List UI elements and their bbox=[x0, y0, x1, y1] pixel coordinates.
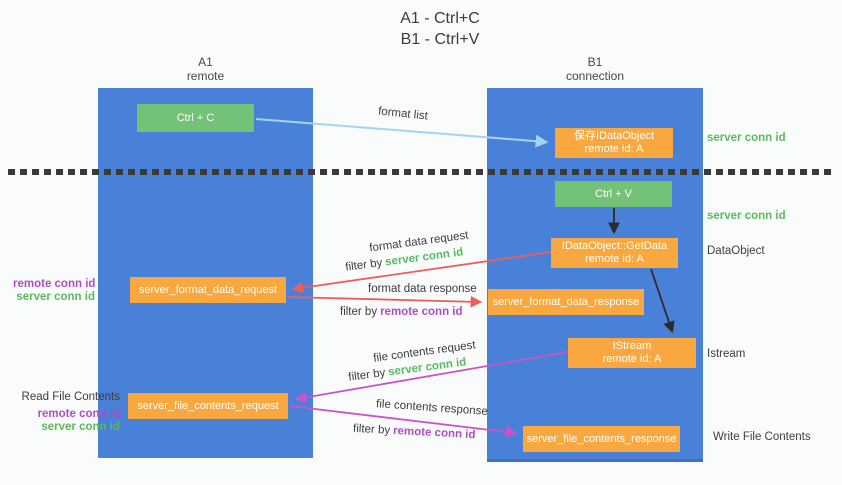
format-request-label: server_format_data_request bbox=[138, 283, 278, 296]
remote-conn-id-annotation-file: remote conn id bbox=[37, 408, 120, 420]
save-idataobject-line1: 保存IDataObject bbox=[573, 130, 655, 142]
remote-conn-id-annotation-format: remote conn id bbox=[13, 278, 96, 290]
ctrl-v-label: Ctrl + V bbox=[595, 187, 632, 200]
server-conn-id-annotation-mid: server conn id bbox=[707, 210, 786, 222]
column-header-a1: A1 remote bbox=[98, 55, 313, 83]
remote-conn-id-text: remote conn id bbox=[380, 306, 463, 318]
getdata-line1: IDataObject::GetData bbox=[561, 240, 668, 252]
column-header-b1: B1 connection bbox=[487, 55, 703, 83]
filter-by-text: filter by bbox=[340, 306, 378, 318]
ctrl-c-label: Ctrl + C bbox=[176, 111, 215, 124]
save-idataobject-box: 保存IDataObject remote id: A bbox=[555, 128, 673, 158]
server-conn-id-annotation-top: server conn id bbox=[707, 132, 786, 144]
file-request-annotations: Read File Contents remote conn id server… bbox=[10, 391, 120, 434]
read-file-contents-annotation: Read File Contents bbox=[21, 391, 120, 403]
filter-by-server-conn-id-label-file: filter byserver conn id bbox=[348, 356, 467, 383]
filter-by-server-conn-id-label-format: filter byserver conn id bbox=[345, 246, 464, 273]
ctrl-c-box: Ctrl + C bbox=[137, 104, 254, 132]
server-conn-id-annotation-format: server conn id bbox=[16, 291, 95, 303]
title-line-ctrl-c: A1 - Ctrl+C bbox=[400, 10, 480, 27]
column-b1-subtitle: connection bbox=[565, 69, 625, 83]
ctrl-v-box: Ctrl + V bbox=[555, 181, 672, 207]
title-line-ctrl-v: B1 - Ctrl+V bbox=[400, 31, 480, 48]
write-file-contents-annotation: Write File Contents bbox=[713, 431, 811, 443]
format-list-label: format list bbox=[377, 105, 429, 123]
file-contents-response-label: file contents response bbox=[375, 398, 489, 418]
save-idataobject-line2: remote id: A bbox=[584, 143, 644, 155]
server-conn-id-annotation-file: server conn id bbox=[41, 421, 120, 433]
format-data-response-label: format data response bbox=[368, 283, 477, 295]
filter-by-text: filter by bbox=[347, 366, 387, 384]
format-request-conn-id-annotations: remote conn id server conn id bbox=[10, 278, 95, 304]
file-response-label: server_file_contents_response bbox=[526, 432, 677, 445]
format-data-response-arrow bbox=[286, 295, 483, 308]
remote-conn-id-text: remote conn id bbox=[392, 424, 476, 442]
server-file-contents-response-box: server_file_contents_response bbox=[523, 426, 680, 452]
istream-annotation: Istream bbox=[707, 348, 746, 360]
filter-by-text: filter by bbox=[344, 256, 384, 274]
istream-box: IStream remote id: A bbox=[568, 338, 696, 368]
getdata-line2: remote id: A bbox=[585, 253, 644, 265]
column-b1-name: B1 bbox=[587, 55, 603, 69]
dotted-divider bbox=[8, 169, 836, 175]
format-response-label: server_format_data_response bbox=[492, 295, 640, 308]
diagram-title: A1 - Ctrl+C B1 - Ctrl+V bbox=[290, 8, 590, 50]
column-a1-name: A1 bbox=[198, 55, 213, 69]
filter-by-text: filter by bbox=[352, 422, 391, 437]
server-file-contents-request-box: server_file_contents_request bbox=[128, 393, 288, 419]
server-format-data-request-box: server_format_data_request bbox=[130, 277, 286, 303]
column-a1-subtitle: remote bbox=[186, 69, 225, 83]
istream-line2: remote id: A bbox=[602, 353, 662, 365]
idataobject-getdata-box: IDataObject::GetData remote id: A bbox=[551, 238, 678, 268]
dataobject-annotation: DataObject bbox=[707, 245, 765, 257]
istream-line1: IStream bbox=[612, 340, 652, 352]
file-request-label: server_file_contents_request bbox=[137, 399, 279, 412]
server-format-data-response-box: server_format_data_response bbox=[488, 289, 644, 315]
